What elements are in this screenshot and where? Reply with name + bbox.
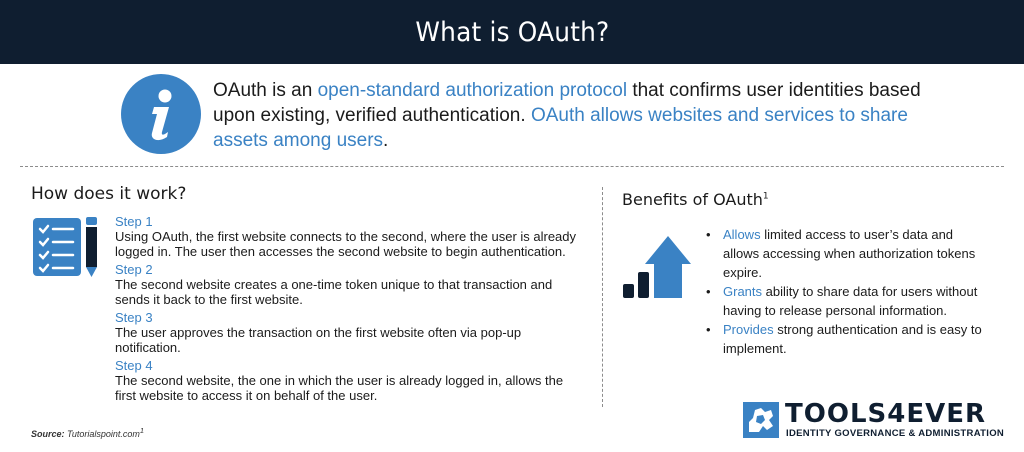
step-text: The second website, the one in which the… <box>115 373 564 403</box>
benefit-text: limited access to user’s data and allows… <box>723 227 976 280</box>
page-title: What is OAuth? <box>414 16 610 48</box>
step-item: Step 2 The second website creates a one-… <box>115 262 585 307</box>
intro-text: OAuth is an open-standard authorization … <box>213 78 933 153</box>
step-item: Step 1 Using OAuth, the first website co… <box>115 214 585 259</box>
benefits-section-title: Benefits of OAuth1 <box>622 190 769 209</box>
benefit-text: ability to share data for users without … <box>723 284 978 318</box>
intro-part-2: that confirms user identities based upon… <box>213 80 921 126</box>
how-section-title: How does it work? <box>31 184 187 204</box>
benefit-item: Provides strong authentication and is ea… <box>706 320 986 358</box>
step-text: Using OAuth, the first website connects … <box>115 229 577 259</box>
step-item: Step 4 The second website, the one in wh… <box>115 358 585 403</box>
benefit-lead: Provides <box>723 322 774 337</box>
benefit-item: Allows limited access to user’s data and… <box>706 225 986 282</box>
benefit-lead: Allows <box>723 227 761 242</box>
checklist-pencil-icon <box>33 217 97 277</box>
logo-tagline: IDENTITY GOVERNANCE & ADMINISTRATION <box>786 428 1005 439</box>
source-label: Source: <box>31 429 65 439</box>
footnote-marker: 1 <box>762 191 769 202</box>
vertical-divider <box>602 187 603 407</box>
step-item: Step 3 The user approves the transaction… <box>115 310 585 355</box>
source-text: Tutorialspoint.com <box>64 429 140 439</box>
benefit-item: Grants ability to share data for users w… <box>706 282 986 320</box>
intro-part-1: OAuth is an <box>213 80 318 101</box>
footnote-marker: 1 <box>139 426 145 435</box>
step-label: Step 3 <box>115 310 153 325</box>
intro-highlight-2: OAuth allows websites and services to sh… <box>213 105 908 151</box>
page-header: What is OAuth? <box>0 0 1024 64</box>
source-note: Source: Tutorialspoint.com1 <box>31 426 144 439</box>
logo-name: TOOLS4EVER <box>785 399 986 429</box>
intro-part-3: . <box>383 130 389 151</box>
benefits-title-text: Benefits of OAuth <box>622 190 763 209</box>
growth-arrow-icon <box>623 236 691 298</box>
tools4ever-logo-icon <box>743 402 779 438</box>
step-label: Step 2 <box>115 262 153 277</box>
info-icon <box>121 74 201 154</box>
step-label: Step 4 <box>115 358 153 373</box>
benefits-list: Allows limited access to user’s data and… <box>706 225 986 358</box>
benefit-text: strong authentication and is easy to imp… <box>723 322 982 356</box>
step-text: The user approves the transaction on the… <box>115 325 522 355</box>
intro-highlight-1: open-standard authorization protocol <box>317 80 628 101</box>
step-label: Step 1 <box>115 214 153 229</box>
horizontal-divider <box>20 166 1004 167</box>
steps-list: Step 1 Using OAuth, the first website co… <box>115 214 585 406</box>
tools4ever-logo: TOOLS4EVER IDENTITY GOVERNANCE & ADMINIS… <box>743 399 1004 444</box>
step-text: The second website creates a one-time to… <box>115 277 553 307</box>
benefit-lead: Grants <box>723 284 763 299</box>
